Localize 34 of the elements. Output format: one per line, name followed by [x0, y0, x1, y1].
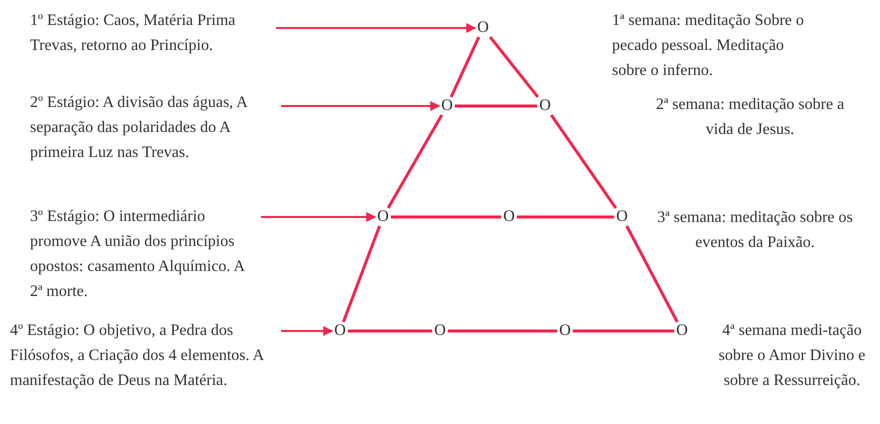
node-letter: O [502, 209, 516, 225]
node-letter: O [376, 209, 390, 225]
arrow [281, 101, 440, 111]
node-letter: O [333, 323, 347, 339]
arrow [276, 23, 476, 33]
arrow [281, 326, 334, 336]
connector-line [450, 36, 480, 98]
stage-text: 2º Estágio: A divisão das águas, A separação das polaridades do A primeira Luz nas Trevas. [30, 90, 280, 165]
node-letter: O [558, 323, 572, 339]
arrow [261, 212, 376, 222]
connector-line [454, 104, 538, 108]
stage-text: 3º Estágio: O intermediário promove A união dos princípios opostos: casamento Alquímico. A 2ª morte. [30, 204, 260, 304]
node-letter: O [433, 323, 447, 339]
connector-line [488, 36, 540, 98]
node-letter: O [615, 209, 629, 225]
note-text: 4ª semana medi-tação sobre o Amor Divino e sobre a Ressurreição. [718, 321, 866, 391]
node-letter: O [538, 98, 552, 114]
connector-line [550, 114, 617, 209]
node-letter: O [476, 20, 490, 36]
note-text: 1ª semana: meditação Sobre o pecado pessoal. Meditação sobre o inferno. [612, 11, 805, 81]
stage-text: 1º Estágio: Caos, Matéria Prima Trevas, retorno ao Princípio. [30, 8, 275, 58]
connector-line [348, 330, 432, 332]
connector-line [625, 225, 679, 323]
stage-text: 4º Estágio: O objetivo, a Pedra dos Filósofos, a Criação dos 4 elementos. A manifestação de Deus na Matéria. [10, 318, 280, 393]
connector-line [572, 330, 674, 332]
connector-line [390, 216, 502, 218]
connector-line [448, 330, 558, 332]
node-letter: O [440, 98, 454, 114]
note-text: 2ª semana: meditação sobre a vida de Jesus. [654, 95, 846, 140]
connector-line [516, 216, 614, 218]
connector-line [342, 225, 381, 323]
node-letter: O [675, 323, 689, 339]
note-text: 3ª semana: meditação sobre os eventos da Paixão. [656, 208, 854, 253]
connector-line [386, 114, 444, 209]
